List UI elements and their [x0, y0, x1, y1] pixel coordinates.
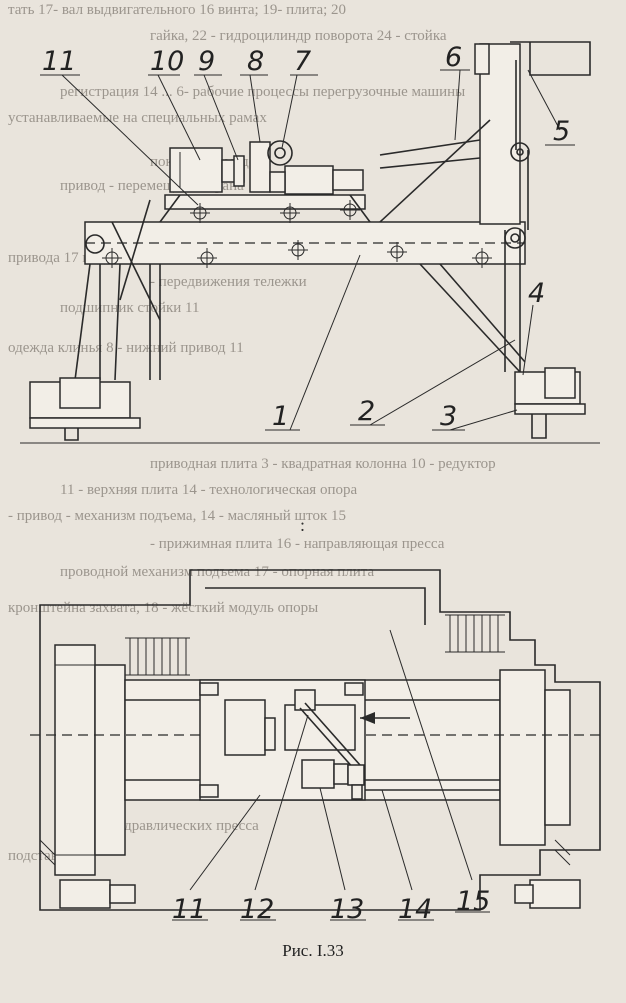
background-text-line: проводной механизм подъема 17 - опорная …: [60, 564, 375, 580]
background-text-line: - привод - механизм подъема, 14 - маслян…: [8, 508, 346, 524]
grab-arm: [299, 707, 356, 771]
label-15: 15: [456, 886, 490, 917]
right-rail-block: [499, 669, 546, 846]
hoist-motor: [284, 165, 334, 195]
figure-caption: Рис. I.33: [282, 941, 344, 960]
girder-wheel-left: [85, 234, 105, 254]
background-text-line: кронштейна захвата, 18 - жёсткий модуль …: [8, 600, 318, 616]
label-7: 7: [294, 46, 311, 77]
label-11-bottom: 11: [172, 894, 206, 925]
crane-elevation: 11 10 9 8 7 6 5 4 1 2 3: [20, 41, 600, 444]
background-text-line: подшипник стойки 11: [60, 300, 199, 316]
trolley-wheels: [190, 200, 360, 223]
right-tower: [479, 43, 521, 225]
left-ladder: [125, 637, 190, 676]
label-6: 6: [445, 42, 462, 73]
background-text-line: 11 - верхняя плита 14 - технологическая …: [60, 482, 357, 498]
left-rail-block: [54, 644, 96, 876]
label-4: 4: [528, 278, 545, 309]
tower-brace: [379, 139, 481, 156]
plan-outline: [39, 569, 601, 911]
trolley-frame: [164, 194, 366, 210]
tower-pulley: [510, 142, 530, 162]
background-text-line: - передвижения тележки: [150, 274, 307, 290]
motor: [169, 147, 223, 193]
label-5: 5: [553, 116, 570, 147]
manipulator-motor: [301, 759, 335, 789]
left-leg: [99, 263, 121, 381]
background-text-line: регистрация 14 ... 6- рабочие процессы п…: [60, 84, 465, 100]
plan-drum: [284, 704, 356, 751]
leader-lines-bottom: [172, 629, 490, 921]
label-12: 12: [240, 894, 274, 925]
background-text-line: - прижимная плита 16 - направляющая прес…: [150, 536, 445, 552]
girder-bolts: [102, 240, 492, 268]
label-2: 2: [358, 396, 375, 427]
label-10: 10: [150, 46, 184, 77]
separator-mark: :: [300, 515, 306, 535]
label-1: 1: [272, 401, 289, 432]
reducer: [249, 141, 271, 193]
crane-plan: 11 12 13 14 15: [30, 569, 605, 925]
leader-lines-top: [61, 69, 561, 431]
plan-motor: [224, 699, 266, 756]
plan-drive-right: [529, 879, 581, 909]
background-text-line: одежда клинья 8 - нижний привод 11: [8, 340, 244, 356]
label-3: 3: [440, 401, 457, 432]
label-8: 8: [247, 46, 264, 77]
label-9: 9: [198, 46, 215, 77]
label-11-top: 11: [42, 46, 76, 77]
top-bracket: [510, 41, 591, 76]
plan-drive-left: [59, 879, 111, 909]
background-text-line: устанавливаемые на специальных рамах: [8, 110, 267, 126]
label-14: 14: [398, 894, 432, 925]
background-text-line: приводная плита 3 - квадратная колонна 1…: [150, 456, 496, 472]
label-13: 13: [330, 894, 364, 925]
drum: [267, 140, 293, 166]
right-leg: [419, 263, 521, 373]
background-text-line: гайка, 22 - гидроцилиндр поворота 24 - с…: [150, 28, 447, 44]
background-text-line: тать 17- вал выдвигательного 16 винта; 1…: [8, 2, 346, 18]
